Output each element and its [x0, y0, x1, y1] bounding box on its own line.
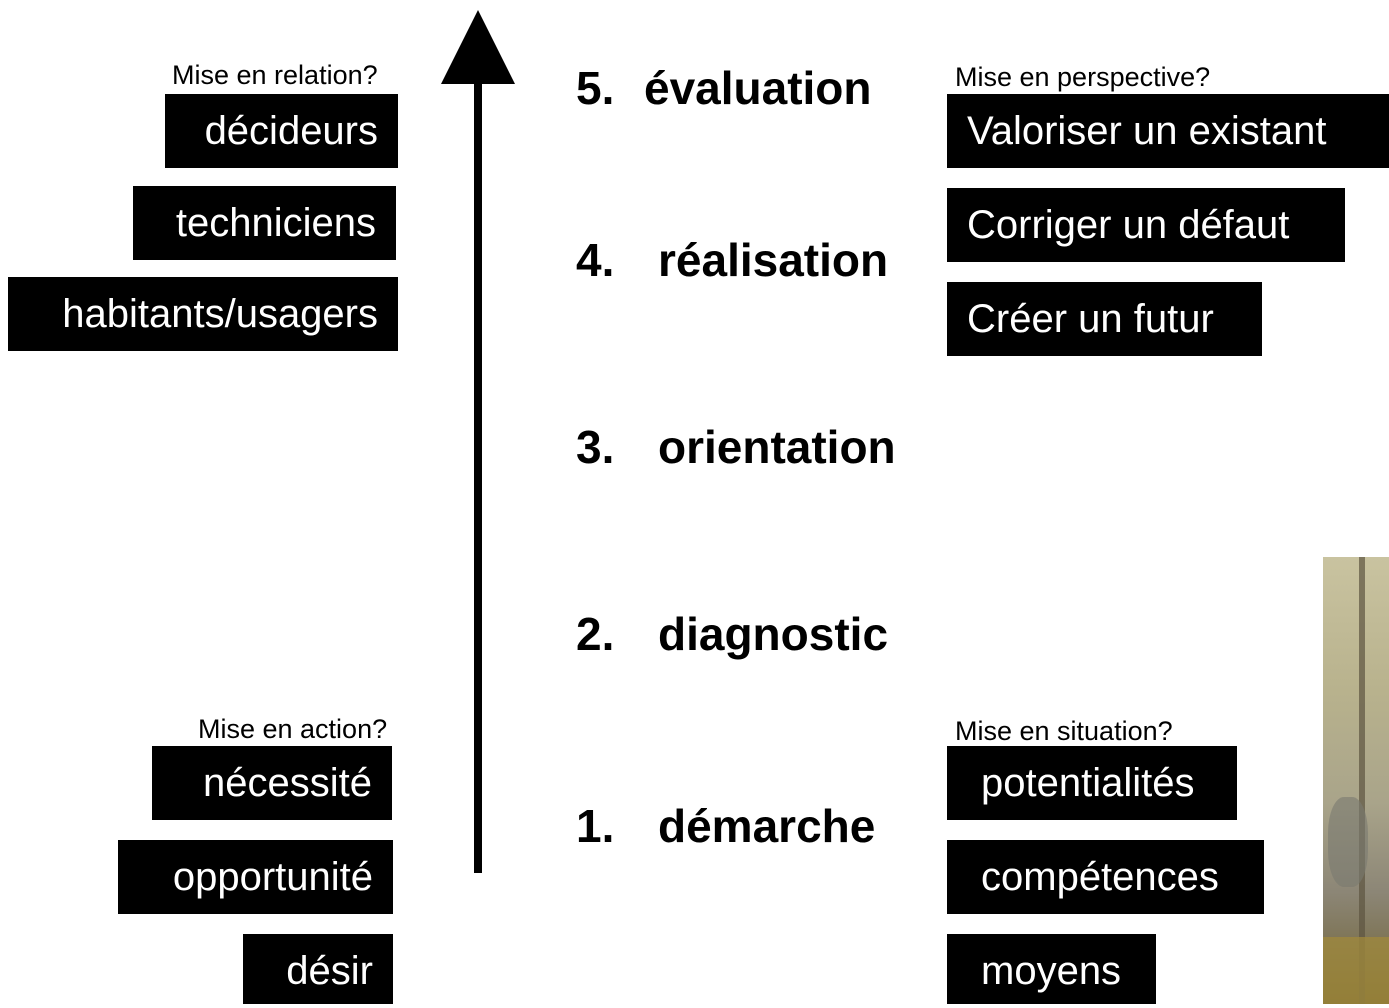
photo-thumbnail: [1323, 557, 1389, 1004]
caption-mise-en-action: Mise en action?: [198, 714, 388, 744]
box-valoriser-un-existant: Valoriser un existant: [947, 94, 1389, 168]
caption-mise-en-situation: Mise en situation?: [955, 716, 1173, 746]
box-creer-un-futur: Créer un futur: [947, 282, 1262, 356]
arrow-shaft: [474, 80, 482, 873]
stage-1: 1. démarche: [576, 801, 875, 851]
stage-5-label: évaluation: [644, 62, 872, 114]
stage-2: 2. diagnostic: [576, 609, 888, 659]
photo-detail: [1323, 937, 1389, 1004]
stage-3-label: orientation: [658, 421, 896, 473]
box-desir: désir: [243, 934, 393, 1004]
box-decideurs: décideurs: [165, 94, 398, 168]
photo-detail: [1359, 557, 1365, 1004]
stage-1-label: démarche: [658, 800, 876, 852]
stage-5-number: 5.: [576, 62, 615, 114]
box-habitants-usagers: habitants/usagers: [8, 277, 398, 351]
photo-detail: [1328, 797, 1368, 887]
caption-mise-en-perspective: Mise en perspective?: [955, 62, 1211, 92]
stage-4: 4. réalisation: [576, 235, 888, 285]
stage-3: 3. orientation: [576, 422, 896, 472]
stage-5: 5. évaluation: [576, 63, 872, 113]
box-competences: compétences: [947, 840, 1264, 914]
box-opportunite: opportunité: [118, 840, 393, 914]
stage-4-number: 4.: [576, 234, 615, 286]
stage-2-label: diagnostic: [658, 608, 889, 660]
stage-2-number: 2.: [576, 608, 615, 660]
box-potentialites: potentialités: [947, 746, 1237, 820]
caption-mise-en-relation: Mise en relation?: [172, 60, 378, 90]
stage-3-number: 3.: [576, 421, 615, 473]
box-necessite: nécessité: [152, 746, 392, 820]
box-moyens: moyens: [947, 934, 1156, 1004]
stage-4-label: réalisation: [658, 234, 889, 286]
box-techniciens: techniciens: [133, 186, 396, 260]
arrow-head: [441, 10, 515, 84]
progress-arrow: [441, 10, 515, 873]
box-corriger-un-defaut: Corriger un défaut: [947, 188, 1345, 262]
stage-1-number: 1.: [576, 800, 615, 852]
